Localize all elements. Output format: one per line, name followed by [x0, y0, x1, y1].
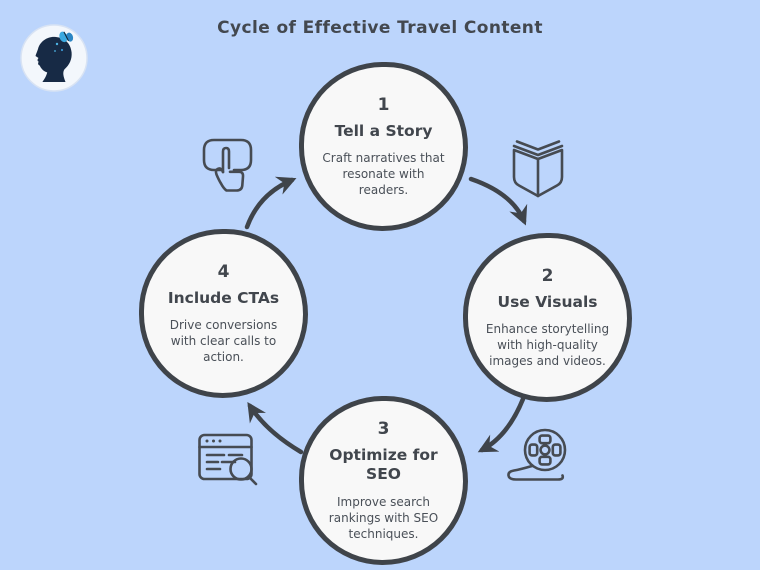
page-title: Cycle of Effective Travel Content	[217, 18, 543, 38]
seo-search-browser-icon	[198, 433, 258, 486]
butterfly	[59, 31, 74, 43]
step-circle-1: 1 Tell a Story Craft narratives that res…	[299, 62, 468, 231]
step-circle-3: 3 Optimize for SEO Improve search rankin…	[299, 396, 468, 565]
step-number: 2	[541, 265, 554, 286]
step-circle-4: 4 Include CTAs Drive conversions with cl…	[139, 229, 308, 398]
step-number: 1	[377, 94, 390, 115]
tap-click-icon	[202, 138, 253, 192]
step-title: Use Visuals	[497, 292, 598, 311]
step-title: Tell a Story	[334, 121, 433, 140]
step-title: Include CTAs	[167, 288, 280, 307]
step-description: Enhance storytelling with high-quality i…	[485, 321, 610, 369]
step-description: Improve search rankings with SEO techniq…	[328, 494, 439, 541]
step-circle-2: 2 Use Visuals Enhance storytelling with …	[463, 233, 632, 402]
brand-logo	[20, 24, 88, 92]
woman-head-butterfly-logo	[20, 24, 88, 92]
step-title: Optimize for SEO	[329, 445, 438, 484]
open-book-icon	[512, 140, 564, 198]
film-reel-icon	[507, 428, 567, 481]
step-description: Drive conversions with clear calls to ac…	[169, 317, 278, 365]
step-number: 4	[217, 261, 230, 282]
step-number: 3	[377, 418, 390, 439]
step-description: Craft narratives that resonate with read…	[322, 150, 445, 198]
